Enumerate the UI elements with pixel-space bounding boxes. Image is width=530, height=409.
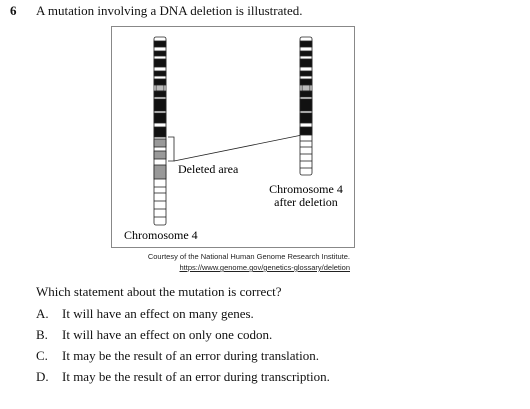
option-text: It will have an effect on only one codon… [62,327,273,342]
option-c[interactable]: C. It may be the result of an error durin… [36,348,319,364]
deleted-area-bracket [168,136,175,162]
question-stem: A mutation involving a DNA deletion is i… [36,3,303,18]
chromosome-4-original [153,36,167,226]
credit-source: Courtesy of the National Human Genome Re… [147,252,350,261]
figure-credit: Courtesy of the National Human Genome Re… [148,251,350,273]
after-deletion-label-line2: after deletion [274,195,338,209]
chromosome-diagram: Deleted area Chromosome 4 after deletion… [124,36,343,242]
option-a[interactable]: A. It will have an effect on many genes. [36,306,254,322]
option-text: It may be the result of an error during … [62,369,330,384]
question-number: 6 [10,3,17,18]
option-letter: D. [36,369,49,384]
option-b[interactable]: B. It will have an effect on only one cod… [36,327,272,343]
after-deletion-label-line1: Chromosome 4 [269,182,343,196]
option-d[interactable]: D. It may be the result of an error durin… [36,369,330,385]
chromosome-4-after-deletion [299,36,313,176]
question-prompt: Which statement about the mutation is co… [36,284,282,299]
option-letter: B. [36,327,48,342]
chromosome-4-label: Chromosome 4 [124,228,198,242]
option-letter: C. [36,348,48,363]
deleted-area-label: Deleted area [178,162,239,176]
credit-url[interactable]: https://www.genome.gov/genetics-glossary… [179,263,350,272]
option-text: It will have an effect on many genes. [62,306,254,321]
deletion-pointer-line [173,134,303,162]
option-letter: A. [36,306,49,321]
option-text: It may be the result of an error during … [62,348,320,363]
figure-box: Deleted area Chromosome 4 after deletion… [111,26,355,248]
